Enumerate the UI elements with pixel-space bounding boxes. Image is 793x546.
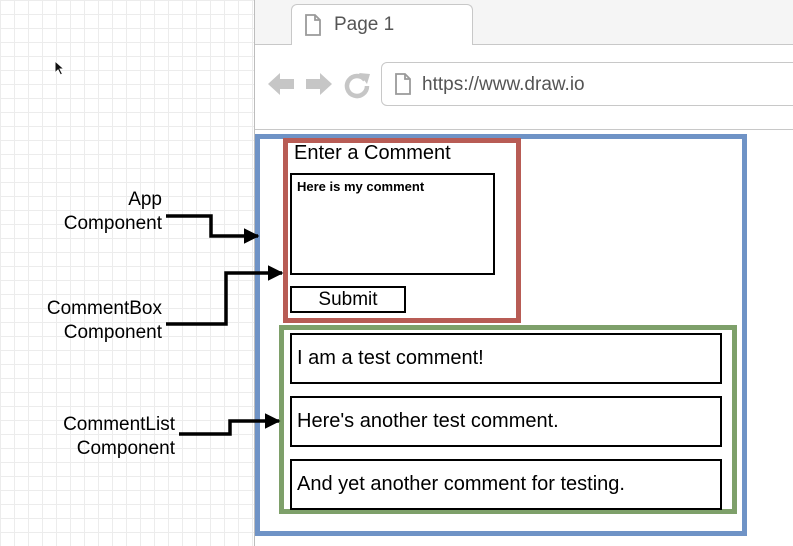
submit-button[interactable]: Submit [290, 286, 406, 313]
comment-box-component-box [283, 138, 521, 323]
tab-strip: Page 1 [255, 0, 793, 45]
app-arrow [166, 214, 260, 244]
app-component-box [255, 134, 747, 536]
page-icon [395, 73, 411, 95]
comment-list-component-box [279, 325, 737, 514]
app-component-label: App Component [63, 189, 162, 234]
browser-tab[interactable]: Page 1 [291, 4, 473, 45]
forward-arrow-icon[interactable] [305, 71, 333, 97]
url-text: https://www.draw.io [422, 74, 585, 95]
comment-item: And yet another comment for testing. [290, 459, 722, 510]
comment-list-arrow [179, 413, 281, 436]
comment-box-component-label: CommentBox Component [46, 298, 162, 343]
reload-icon[interactable] [343, 71, 371, 99]
mouse-cursor-icon [54, 60, 66, 76]
address-bar[interactable]: https://www.draw.io [381, 62, 793, 106]
comment-box-arrow [166, 265, 284, 326]
browser-toolbar: https://www.draw.io [255, 45, 793, 130]
comment-list-component-label: CommentList Component [63, 414, 175, 459]
tab-title: Page 1 [334, 14, 395, 35]
comment-textarea[interactable]: Here is my comment [290, 173, 495, 275]
page-icon [305, 14, 321, 36]
comment-item: I am a test comment! [290, 333, 722, 384]
back-arrow-icon[interactable] [267, 71, 295, 97]
comment-box-heading: Enter a Comment [294, 142, 451, 164]
comment-item: Here's another test comment. [290, 396, 722, 447]
